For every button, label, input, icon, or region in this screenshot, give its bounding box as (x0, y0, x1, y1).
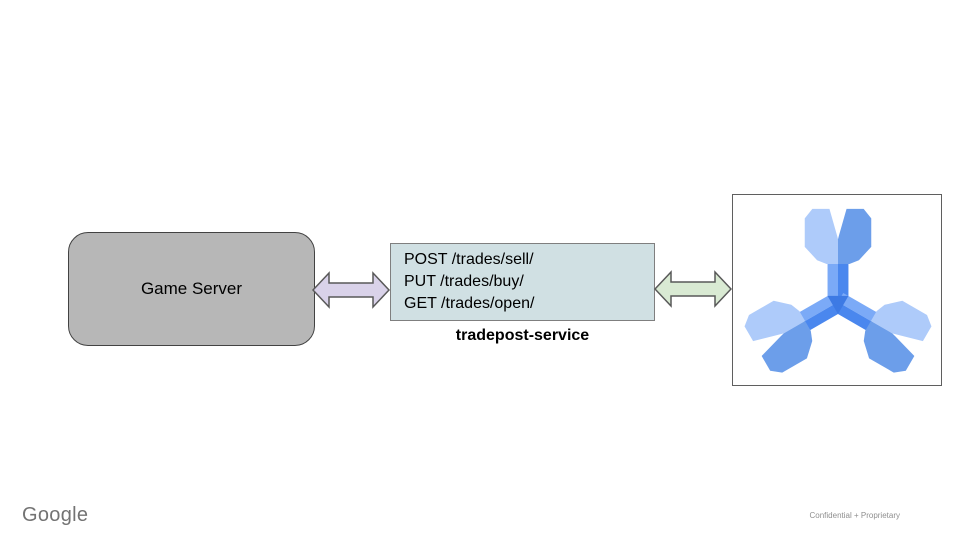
confidentiality-note: Confidential + Proprietary (809, 511, 901, 520)
agones-logo-icon (743, 208, 933, 378)
game-server-label: Game Server (140, 279, 243, 298)
agones-logo-box (732, 194, 942, 386)
arm-shaft-dark-face (838, 263, 849, 302)
tradepost-service-node: POST /trades/sell/ PUT /trades/buy/ GET … (390, 243, 655, 321)
agones-arm-up (804, 208, 872, 302)
arrow-right-shape (654, 270, 732, 308)
bidirectional-arrow-right (654, 270, 732, 308)
wrench-head-light-face (804, 208, 838, 264)
endpoint-line: PUT /trades/buy/ (404, 273, 524, 290)
arm-shaft-light-face (827, 263, 838, 302)
google-logo: Google (22, 504, 89, 526)
wrench-head-medium-face (838, 208, 872, 264)
arrow-left-shape (312, 271, 390, 309)
agones-hub (827, 295, 849, 315)
game-server-node: Game Server (68, 232, 315, 346)
tradepost-service-caption: tradepost-service (455, 327, 590, 344)
endpoint-line: GET /trades/open/ (404, 295, 535, 312)
bidirectional-arrow-left (312, 271, 390, 309)
endpoint-line: POST /trades/sell/ (404, 251, 534, 268)
